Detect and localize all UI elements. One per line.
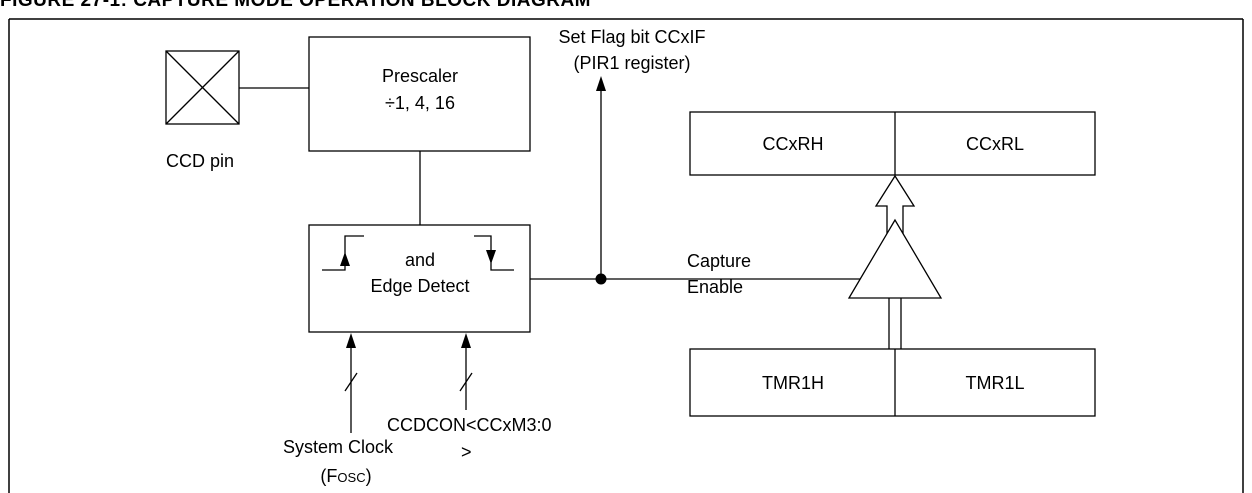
flag-arrow: [596, 76, 606, 279]
figure-frame: [8, 18, 1244, 493]
edge-detect-label: Edge Detect: [370, 276, 469, 296]
edge-detect-block: and Edge Detect: [308, 224, 531, 333]
timer-to-buffer-bus: [888, 298, 902, 349]
ccxrh-label: CCxRH: [763, 134, 824, 154]
falling-edge-icon: [474, 235, 514, 271]
tmr1-register: TMR1H TMR1L: [689, 348, 1096, 417]
prescaler-ratios: ÷1, 4, 16: [385, 93, 455, 113]
tristate-buffer: [847, 218, 943, 299]
ccdcon-arrow: [459, 333, 473, 410]
ccxrl-label: CCxRL: [966, 134, 1024, 154]
tmr1l-label: TMR1L: [965, 373, 1024, 393]
system-clock-arrow: [344, 333, 358, 433]
prescaler-block: Prescaler ÷1, 4, 16: [308, 36, 531, 152]
ccd-pin-symbol: [165, 50, 240, 125]
ccxr-register: CCxRH CCxRL: [689, 111, 1096, 176]
system-clock-label: System Clock: [283, 437, 394, 457]
capture-label: Capture: [687, 251, 751, 271]
rising-edge-icon: [322, 235, 364, 271]
fosc-label: (FOSC): [320, 466, 371, 486]
prescaler-label: Prescaler: [382, 66, 458, 86]
figure-title-bar: FIGURE 27-1: CAPTURE MODE OPERATION BLOC…: [0, 0, 1252, 18]
ccdcon-label-line1: CCDCON<CCxM3:0: [387, 415, 552, 435]
ccdcon-label-line2: >: [461, 442, 472, 462]
edge-detect-and-label: and: [405, 250, 435, 270]
enable-label: Enable: [687, 277, 743, 297]
figure-title: FIGURE 27-1: CAPTURE MODE OPERATION BLOC…: [0, 0, 592, 11]
ccd-pin-label: CCD pin: [166, 151, 234, 171]
flag-label-line2: (PIR1 register): [573, 53, 690, 73]
tmr1h-label: TMR1H: [762, 373, 824, 393]
flag-label-line1: Set Flag bit CCxIF: [558, 27, 705, 47]
